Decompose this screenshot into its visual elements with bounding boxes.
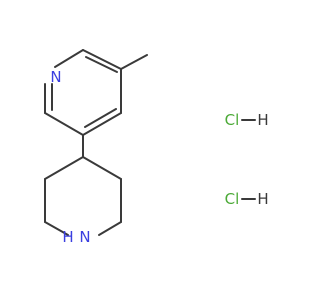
salt-2-chlorine-label: Cl (225, 190, 240, 208)
salt-2-hydrogen-label: H (257, 190, 268, 208)
bond-c4-c5 (82, 112, 122, 136)
salt-1-hydrogen-label: H (257, 111, 268, 129)
pyridine-nitrogen-label: N (50, 68, 61, 86)
bond-c4-c5-double (84, 108, 117, 128)
bond-n1-c2 (54, 49, 84, 68)
structure-canvas: N N H Cl H Cl H (44, 49, 269, 246)
bond-c5-c6 (44, 112, 84, 136)
bond-c2-c3-double (85, 56, 118, 73)
bond-pip-4 (44, 221, 69, 236)
bond-methyl (120, 54, 148, 70)
bonds (44, 49, 256, 236)
bond-pip-1 (82, 156, 122, 180)
salt-1-chlorine-label: Cl (225, 111, 240, 129)
piperidine-nitrogen-label: N (79, 228, 90, 246)
bond-pip-6 (44, 156, 84, 180)
bond-pip-3 (98, 221, 122, 236)
molecule-diagram: N N H Cl H Cl H (44, 49, 269, 246)
bond-c2-c3 (82, 49, 122, 70)
piperidine-hydrogen-label: H (62, 228, 73, 246)
